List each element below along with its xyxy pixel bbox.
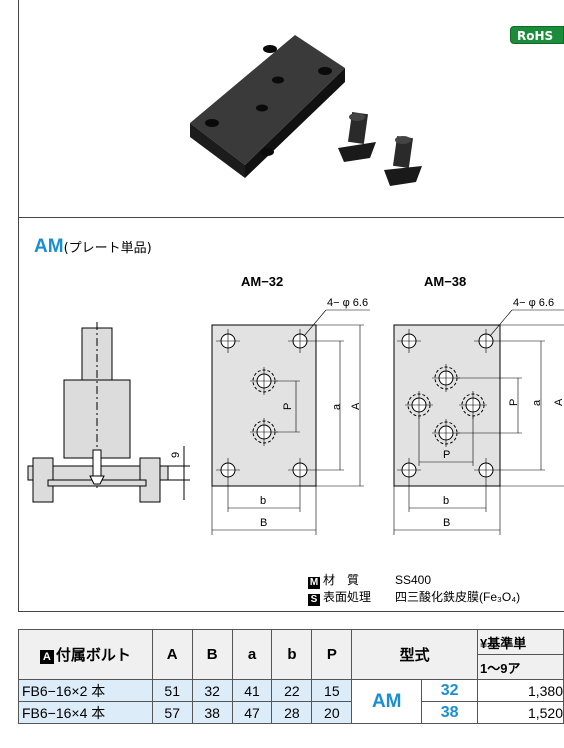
drawing-title-am32: AM−32 (241, 274, 284, 289)
cell-b: 22 (271, 679, 313, 702)
am38-hole-note: 4− φ 6.6 (513, 297, 554, 309)
plate-hole (205, 119, 219, 127)
photo-divider (18, 217, 564, 218)
cell-A: 51 (151, 679, 193, 702)
am38-dim-b: b (443, 495, 449, 507)
plate-hole (318, 67, 332, 75)
section-code: AM (34, 236, 64, 257)
surface-label: 表面処理 (323, 590, 372, 604)
bolt-header-icon: A (39, 650, 54, 664)
surface-value: 四三酸化鉄皮膜(Fe₃O₄) (395, 590, 521, 604)
cell-price: 1,380 (477, 679, 564, 702)
plate-hole (256, 104, 268, 112)
cell-a: 41 (231, 679, 273, 702)
am32-hole-note: 4− φ 6.6 (327, 297, 368, 309)
cell-size: 32 (421, 679, 479, 702)
section-subtitle: (プレート単品) (63, 241, 152, 256)
am32-plate (211, 309, 370, 535)
header-A: A (151, 629, 193, 680)
material-value: SS400 (395, 573, 432, 587)
cell-a: 47 (231, 701, 273, 724)
cell-A: 57 (151, 701, 193, 724)
header-type: 型式 (351, 629, 479, 680)
header-b: b (271, 629, 313, 680)
drawing-title-am38: AM−38 (424, 274, 467, 289)
header-P: P (311, 629, 353, 680)
cell-P: 15 (311, 679, 353, 702)
am38-dim-P: P (508, 399, 520, 406)
am38-dim-B: B (443, 517, 450, 529)
header-price: ¥基準単 (477, 629, 564, 655)
cell-size: 38 (421, 701, 479, 724)
am32-dim-B: B (260, 517, 267, 529)
am38-dim-A: A (553, 398, 564, 406)
table-row: FB6−16×2 本 51 32 41 22 15 AM 32 1,380 (18, 679, 564, 724)
plate-top-face (190, 35, 345, 165)
am32-dim-b: b (260, 495, 266, 507)
am32-dim-A: A (350, 402, 362, 410)
cell-price: 1,520 (477, 701, 564, 724)
cell-type-code: AM (351, 679, 423, 724)
side-view (27, 322, 190, 503)
am32-dim-a: a (331, 403, 343, 410)
table-row: FB6−16×4 本 57 38 47 28 20 38 1,520 (18, 701, 564, 724)
plate-left-side (190, 123, 245, 178)
cell-bolt: FB6−16×4 本 (18, 701, 153, 724)
cell-b: 28 (271, 701, 313, 724)
rohs-badge: RoHS (510, 26, 564, 44)
plate-hole (263, 45, 277, 53)
bolt-2 (384, 136, 422, 186)
header-qty: 1〜9ア (477, 654, 564, 680)
surface-icon: S (308, 594, 320, 606)
technical-drawing: 9 P a (27, 297, 564, 535)
plate-hole (260, 148, 274, 156)
cell-P: 20 (311, 701, 353, 724)
am38-plate (393, 309, 564, 535)
bolt-1 (338, 112, 376, 162)
am32-dim-P: P (282, 403, 294, 410)
cell-bolt: FB6−16×2 本 (18, 679, 153, 702)
am38-dim-P-horizontal: P (443, 449, 450, 461)
am38-dim-a: a (531, 399, 543, 406)
cell-B: 32 (191, 679, 233, 702)
section-title: AM(プレート単品) (34, 236, 152, 258)
plate-hole (272, 76, 284, 84)
dim-9: 9 (170, 452, 182, 458)
product-frame (18, 0, 564, 612)
material-icon: M (308, 577, 320, 589)
cell-B: 38 (191, 701, 233, 724)
product-photo (190, 35, 422, 186)
header-B: B (191, 629, 233, 680)
material-label: 材 質 (323, 573, 360, 587)
header-a: a (231, 629, 273, 680)
